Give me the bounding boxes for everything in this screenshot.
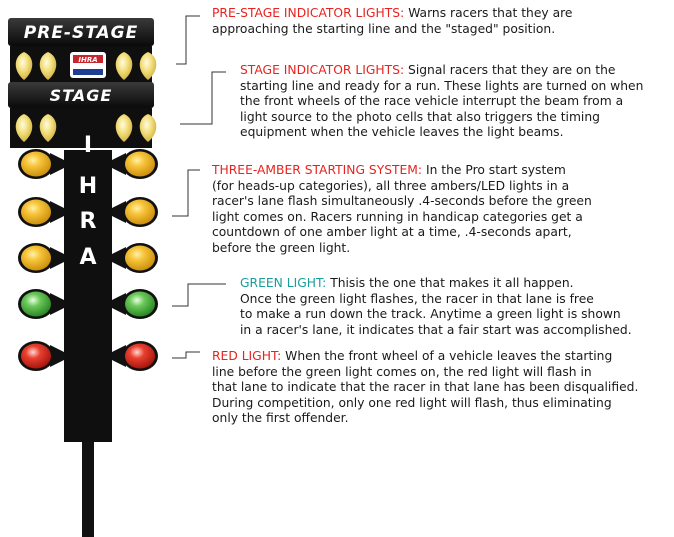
callout-prestage: PRE-STAGE INDICATOR LIGHTS: Warns racers…: [212, 6, 572, 37]
ihra-logo: IHRA: [70, 52, 106, 78]
column-letter-h: H: [79, 174, 97, 199]
column-letter-r: R: [80, 209, 97, 234]
callout-green-line: in a racer's lane, it indicates that a f…: [240, 322, 632, 337]
prestage-bulbs-left: [15, 52, 57, 80]
stage-bulb: [115, 114, 133, 142]
callout-amber-heading: THREE-AMBER STARTING SYSTEM:: [212, 163, 423, 177]
callout-prestage-line: Warns racers that they are: [408, 6, 573, 20]
tree-pole: [82, 440, 94, 537]
callout-green-line: to make a run down the track. Anytime a …: [240, 307, 621, 322]
callout-prestage-heading: PRE-STAGE INDICATOR LIGHTS:: [212, 6, 405, 20]
ihra-logo-text: IHRA: [78, 56, 97, 64]
column-letter-a: A: [79, 245, 96, 270]
prestage-bulb: [139, 52, 157, 80]
red-lights: [18, 341, 158, 371]
callout-stage-line: the front wheels of the race vehicle int…: [240, 94, 624, 109]
prestage-bulb: [15, 52, 33, 80]
callout-red-line: When the front wheel of a vehicle leaves…: [285, 349, 613, 363]
callout-amber-line: before the green light.: [212, 240, 351, 255]
callout-red-line: that lane to indicate that the racer in …: [212, 380, 639, 395]
prestage-bulb: [39, 52, 57, 80]
callout-amber-line: light comes on. Racers running in handic…: [212, 209, 583, 224]
stage-bulbs-left: [15, 114, 57, 142]
callout-red-line: line before the green light comes on, th…: [212, 364, 592, 379]
green-lights: [18, 289, 158, 319]
amber-lights: [18, 149, 158, 273]
callout-green: GREEN LIGHT: Thisis the one that makes i…: [212, 276, 632, 338]
amber-light-row-1: [18, 149, 158, 179]
callout-stage-line: Signal racers that they are on the: [408, 63, 616, 77]
callout-stage-line: starting line and ready for a run. These…: [240, 78, 644, 93]
prestage-bulbs-right: [115, 52, 157, 80]
amber-light-row-2: [18, 197, 158, 227]
callout-green-line: Once the green light flashes, the racer …: [240, 291, 594, 306]
amber-light-row-3: [18, 243, 158, 273]
prestage-bulb: [115, 52, 133, 80]
tree-column: [64, 150, 112, 442]
callout-stage-line: light source to the photo cells that als…: [240, 109, 600, 124]
callout-green-heading: GREEN LIGHT:: [240, 276, 327, 290]
callout-stage: STAGE INDICATOR LIGHTS: Signal racers th…: [240, 63, 643, 141]
stage-bulb: [39, 114, 57, 142]
callout-red-heading: RED LIGHT:: [212, 349, 282, 363]
callout-stage-line: equipment when the vehicle leaves the li…: [240, 125, 564, 140]
callout-amber: THREE-AMBER STARTING SYSTEM: In the Pro …: [212, 163, 592, 257]
stage-bar: [8, 82, 154, 108]
stage-bar-label: STAGE: [50, 86, 113, 105]
callout-amber-line: countdown of one amber light at a time, …: [212, 225, 572, 240]
prestage-bar-label: PRE-STAGE: [24, 23, 138, 43]
callout-red-line: During competition, only one red light w…: [212, 395, 612, 410]
callout-amber-line: racer's lane flash simultaneously .4-sec…: [212, 194, 592, 209]
stage-bulb: [15, 114, 33, 142]
callout-green-line: Thisis the one that makes it all happen.: [330, 276, 574, 290]
stage-bulb: [139, 114, 157, 142]
callout-red: RED LIGHT: When the front wheel of a veh…: [212, 349, 638, 427]
callout-prestage-line: approaching the starting line and the "s…: [212, 21, 556, 36]
prestage-bar: [8, 18, 154, 46]
stage-bulbs-right: [115, 114, 157, 142]
callout-amber-line: In the Pro start system: [425, 163, 566, 177]
callout-stage-heading: STAGE INDICATOR LIGHTS:: [240, 63, 405, 77]
callout-amber-line: (for heads-up categories), all three amb…: [212, 178, 570, 193]
callout-red-line: only the first offender.: [212, 411, 349, 426]
column-letter-i: I: [84, 133, 92, 158]
